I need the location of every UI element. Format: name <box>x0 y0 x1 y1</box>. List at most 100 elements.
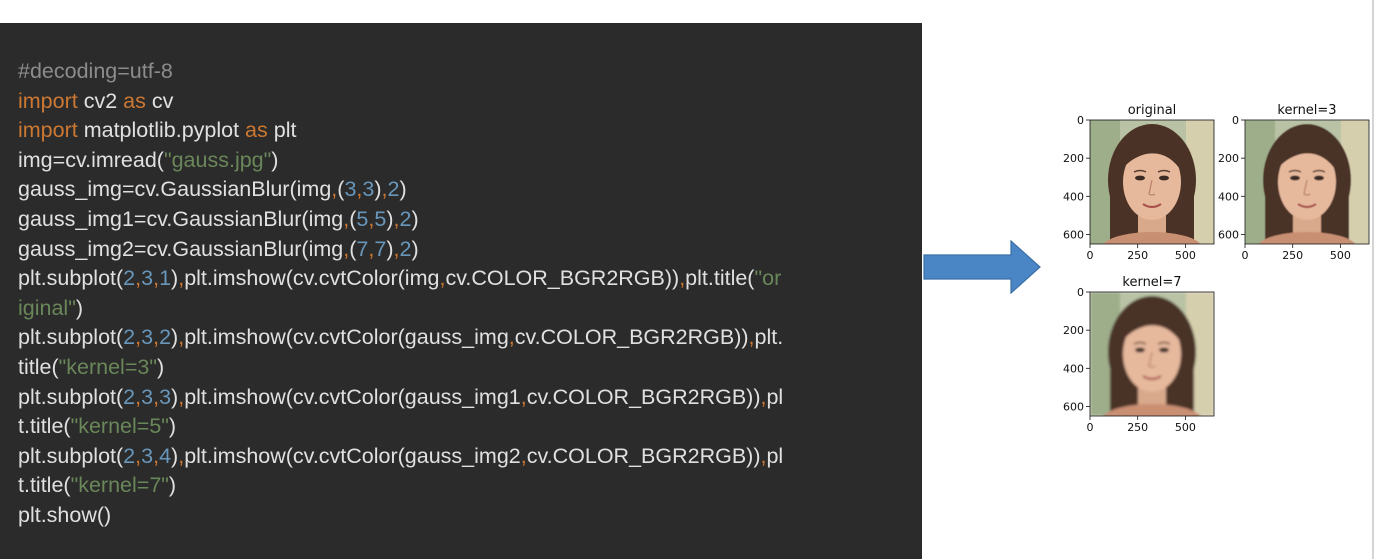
subplot-title: kernel=7 <box>1122 275 1181 290</box>
code-token: plt.subplot( <box>18 266 124 291</box>
code-token: "kernel=5" <box>70 414 169 439</box>
code-token: t.title( <box>18 414 71 439</box>
code-token: 3 <box>141 325 154 350</box>
code-token: cv2 <box>77 88 124 113</box>
code-token: 2 <box>123 384 136 409</box>
code-token: gauss_img=cv.GaussianBlur(img <box>18 177 332 202</box>
y-tick-label: 200 <box>1063 152 1084 165</box>
code-token: , <box>368 236 375 261</box>
code-token: "kernel=7" <box>70 473 169 498</box>
code-token: , <box>679 266 686 291</box>
code-token: ) <box>75 295 84 320</box>
code-token: plt.subplot( <box>18 384 124 409</box>
code-token: ) <box>271 147 279 172</box>
subplot-title: kernel=3 <box>1277 103 1336 118</box>
code-token: , <box>178 443 185 468</box>
y-tick-label: 400 <box>1063 190 1084 203</box>
portrait-image <box>1245 120 1369 244</box>
code-line: plt.subplot(2,3,2),plt.imshow(cv.cvtColo… <box>18 323 783 353</box>
code-line: #decoding=utf-8 <box>18 57 783 87</box>
code-token: cv.COLOR_BGR2RGB)) <box>514 325 749 350</box>
code-token: 3 <box>344 177 357 202</box>
x-tick-label: 250 <box>1127 249 1148 262</box>
code-token: plt.show() <box>18 502 112 527</box>
code-line: plt.show() <box>18 501 783 531</box>
code-token: , <box>393 236 400 261</box>
portrait-image <box>1090 292 1214 416</box>
code-token: 1 <box>159 266 172 291</box>
x-tick-label: 0 <box>1242 249 1249 262</box>
code-token: cv.COLOR_BGR2RGB)) <box>526 443 761 468</box>
code-token: , <box>153 325 160 350</box>
x-tick-label: 500 <box>1175 249 1196 262</box>
x-tick-label: 500 <box>1175 421 1196 434</box>
y-tick-label: 0 <box>1077 286 1084 299</box>
code-token: , <box>520 443 527 468</box>
code-token: pl <box>766 384 784 409</box>
axes-frame <box>1089 291 1215 417</box>
code-token: 2 <box>387 177 400 202</box>
subplot-title: original <box>1128 103 1177 118</box>
code-line: gauss_img=cv.GaussianBlur(img,(3,3),2) <box>18 175 783 205</box>
code-line: plt.subplot(2,3,4),plt.imshow(cv.cvtColo… <box>18 442 783 472</box>
code-token: pl <box>766 443 784 468</box>
code-token: gauss_img2=cv.GaussianBlur(img <box>18 236 344 261</box>
code-token: 3 <box>141 384 154 409</box>
code-token: 4 <box>159 443 172 468</box>
code-token: ) <box>171 384 179 409</box>
code-token: , <box>331 177 338 202</box>
code-token: 2 <box>399 236 412 261</box>
code-token: ) <box>171 266 179 291</box>
code-token: 7 <box>356 236 369 261</box>
code-token: plt.subplot( <box>18 325 124 350</box>
code-token: "or <box>754 266 782 291</box>
code-token: , <box>393 206 400 231</box>
code-token: plt.title( <box>685 266 755 291</box>
code-token: plt. <box>754 325 784 350</box>
code-token: , <box>356 177 363 202</box>
code-token: 3 <box>362 177 375 202</box>
window-edge <box>1372 0 1374 559</box>
code-token: "gauss.jpg" <box>163 147 272 172</box>
code-token: matplotlib.pyplot <box>77 118 246 143</box>
code-token: t.title( <box>18 473 71 498</box>
code-token: ( <box>349 206 357 231</box>
code-token: , <box>760 443 767 468</box>
code-token: 3 <box>141 266 154 291</box>
code-token: as <box>245 118 268 143</box>
y-tick-label: 200 <box>1218 152 1239 165</box>
y-tick-label: 600 <box>1063 228 1084 241</box>
y-tick-label: 600 <box>1218 228 1239 241</box>
code-line: plt.subplot(2,3,1),plt.imshow(cv.cvtColo… <box>18 264 783 294</box>
y-tick-label: 400 <box>1063 362 1084 375</box>
code-token: plt <box>267 118 297 143</box>
x-tick-label: 250 <box>1282 249 1303 262</box>
code-token: "kernel=3" <box>58 354 157 379</box>
code-token: 2 <box>123 443 136 468</box>
code-token: ( <box>349 236 357 261</box>
code-token: plt.imshow(cv.cvtColor(img <box>184 266 440 291</box>
code-token: plt.imshow(cv.cvtColor(gauss_img2 <box>184 443 521 468</box>
x-tick-label: 0 <box>1087 249 1094 262</box>
code-token: plt.imshow(cv.cvtColor(gauss_img1 <box>184 384 521 409</box>
code-token: gauss_img1=cv.GaussianBlur(img <box>18 206 344 231</box>
code-line: t.title("kernel=5") <box>18 412 783 442</box>
code-token: cv <box>145 88 174 113</box>
code-token: , <box>135 443 142 468</box>
code-token: , <box>153 443 160 468</box>
code-token: , <box>760 384 767 409</box>
code-token: cv.COLOR_BGR2RGB)) <box>445 266 680 291</box>
code-token: ) <box>156 354 165 379</box>
code-token: 2 <box>123 266 136 291</box>
y-tick-label: 600 <box>1063 400 1084 413</box>
code-token: , <box>178 384 185 409</box>
code-token: ) <box>168 473 177 498</box>
code-token: ) <box>171 443 179 468</box>
code-token: ) <box>168 414 177 439</box>
code-token: 2 <box>123 325 136 350</box>
